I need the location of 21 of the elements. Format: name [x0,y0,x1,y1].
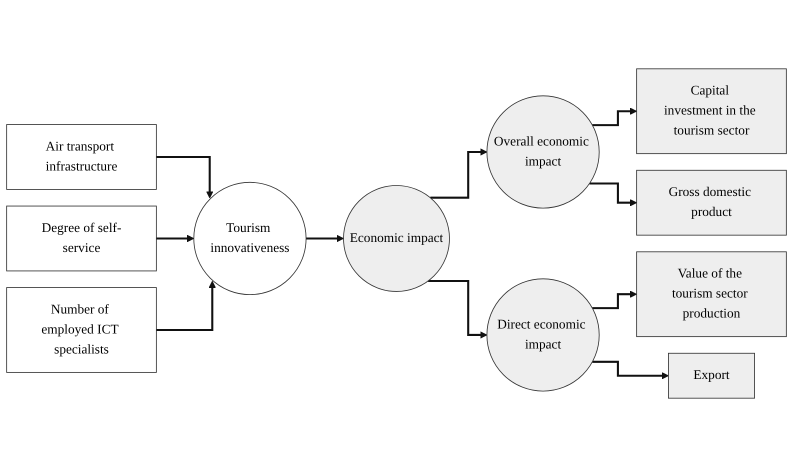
node-box: Value of the tourism sector production [636,251,787,338]
node-box: Degree of self-service [6,206,157,272]
node-box: Export [668,352,755,399]
node-circle: Direct economic impact [486,278,600,392]
arrow [592,360,669,380]
arrow [156,280,216,332]
arrow [156,234,194,242]
arrow [592,290,637,310]
node-box: Number of employed ICT specialists [6,287,157,373]
node-circle: Overall economic impact [486,95,600,209]
arrow [306,234,344,242]
node-box: Air transport infrastructure [6,124,157,190]
arrow [592,108,637,126]
node-circle: Tourism innovativeness [193,182,306,296]
arrow [156,156,214,198]
arrow [590,182,637,206]
node-circle: Economic impact [343,185,450,292]
arrow [428,280,488,339]
node-box: Gross domestic product [636,170,787,236]
node-box: Capital investment in the tourism sector [636,68,787,154]
arrow [430,148,488,199]
